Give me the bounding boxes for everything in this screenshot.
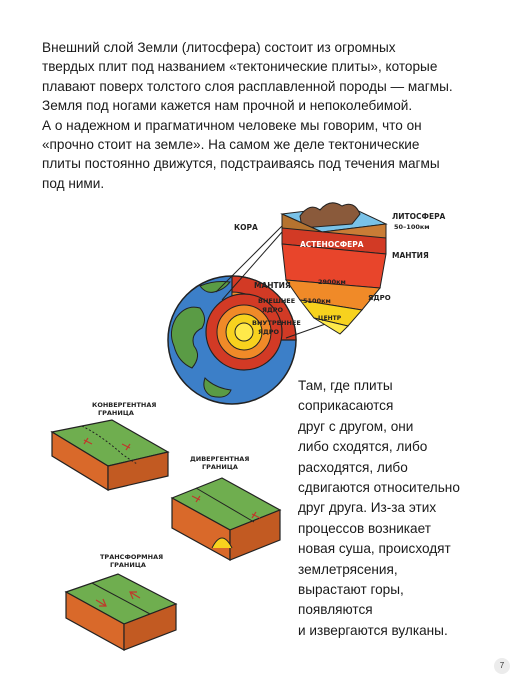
label-crust: КОРА — [234, 223, 258, 232]
side-line: новая суша, происходят — [298, 541, 451, 557]
side-line: Там, где плиты — [298, 378, 393, 393]
transform-boundary-illustration: ТРАНСФОРМНАЯ ГРАНИЦА — [64, 553, 178, 652]
convergent-title-1: КОНВЕРГЕНТНАЯ — [92, 401, 156, 409]
label-depth-5100: 5100км — [303, 297, 331, 305]
intro-line: «прочно стоит на земле». На самом же дел… — [42, 137, 420, 153]
label-inner-core-1: ВНУТРЕННЕЕ — [252, 319, 301, 327]
layer-cross-section — [280, 202, 388, 335]
intro-line: плиты постоянно движутся, подстраиваясь … — [42, 156, 440, 172]
globe — [167, 275, 297, 405]
label-depth-2900: 2900км — [318, 278, 346, 286]
label-lithosphere: ЛИТОСФЕРА — [392, 212, 446, 221]
intro-line: твердых плит под названием «тектонически… — [42, 59, 438, 75]
label-mantle-left: МАНТИЯ — [254, 281, 291, 290]
convergent-title-2: ГРАНИЦА — [98, 409, 134, 417]
side-line: и извергаются вулканы. — [298, 622, 448, 638]
label-outer-core-2: ЯДРО — [262, 306, 284, 314]
intro-paragraph: Внешний слой Земли (литосфера) состоит и… — [42, 38, 492, 193]
label-asthenosphere: АСТЕНОСФЕРА — [300, 240, 364, 249]
side-line: расходятся, либо — [298, 459, 408, 475]
label-mantle-right: МАНТИЯ — [392, 251, 429, 260]
side-line: землетрясения, — [298, 561, 398, 577]
side-line: друг друга. Из-за этих — [298, 500, 437, 516]
side-line: сдвигаются относительно — [298, 480, 460, 496]
side-line: друг с другом, они — [298, 418, 414, 434]
transform-title-1: ТРАНСФОРМНАЯ — [100, 553, 163, 561]
side-line: вырастают горы, — [298, 582, 404, 598]
page-number: 7 — [494, 658, 510, 674]
label-lithosphere-depth: 50–100км — [394, 223, 430, 231]
transform-title-2: ГРАНИЦА — [110, 561, 146, 569]
side-paragraph: Там, где плиты соприкасаются друг с друг… — [298, 376, 498, 641]
intro-line: А о надежном и прагматичном человеке мы … — [42, 117, 422, 133]
label-depth-core: ЦЕНТР — [318, 315, 342, 322]
layer-labels: КОРА ЛИТОСФЕРА 50–100км АСТЕНОСФЕРА МАНТ… — [234, 212, 446, 336]
convergent-boundary-illustration: КОНВЕРГЕНТНАЯ ГРАНИЦА — [50, 401, 170, 492]
intro-line: плавают поверх толстого слоя расплавленн… — [42, 78, 453, 94]
divergent-title-2: ГРАНИЦА — [202, 463, 238, 471]
side-line: либо сходятся, либо — [298, 439, 428, 455]
divergent-boundary-illustration: ДИВЕРГЕНТНАЯ ГРАНИЦА — [170, 455, 282, 562]
intro-line: под ними. — [42, 175, 105, 191]
side-line: соприкасаются — [298, 398, 394, 414]
intro-line: Земля под ногами кажется нам прочной и н… — [42, 98, 413, 114]
side-line: процессов возникает — [298, 520, 431, 536]
label-outer-core-1: ВНЕШНЕЕ — [258, 297, 295, 305]
label-core-right: ЯДРО — [368, 294, 391, 302]
divergent-title-1: ДИВЕРГЕНТНАЯ — [190, 455, 249, 463]
side-line: появляются — [298, 602, 373, 618]
intro-line: Внешний слой Земли (литосфера) состоит и… — [42, 40, 396, 55]
label-inner-core-2: ЯДРО — [258, 328, 280, 336]
